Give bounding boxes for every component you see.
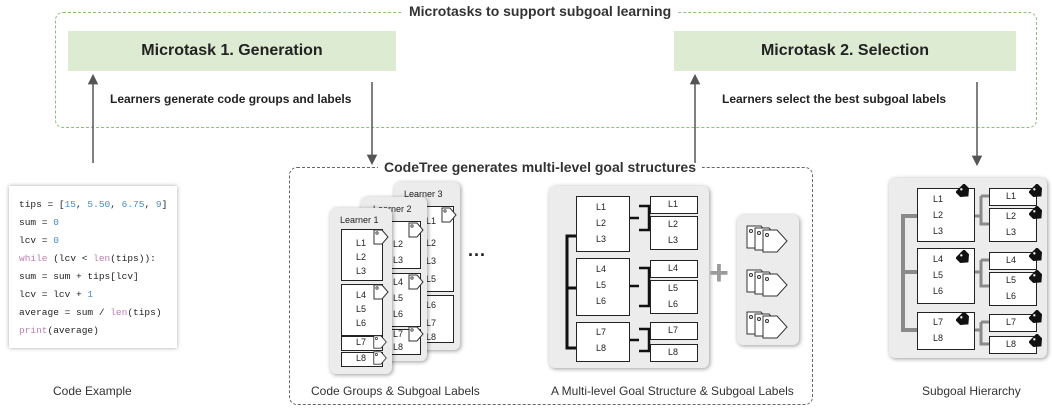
learner-3-label: Learner 3 — [404, 189, 443, 199]
tag-icon — [373, 229, 389, 245]
tag-icon — [373, 284, 389, 300]
tag-icon — [1029, 248, 1043, 262]
goal-sub-l1 — [650, 196, 698, 214]
microtasks-title: Microtasks to support subgoal learning — [403, 3, 678, 19]
tag-icon — [1029, 206, 1043, 220]
learner-2-label: Learner 2 — [373, 204, 412, 214]
goal-sub-l8 — [650, 344, 698, 362]
learner-1-label: Learner 1 — [340, 215, 379, 225]
goal-group-2 — [576, 258, 630, 316]
selection-description: Learners select the best subgoal labels — [722, 92, 947, 106]
goal-sub-l2-l3 — [650, 216, 698, 250]
microtask-generation-box: Microtask 1. Generation — [68, 31, 396, 71]
codetree-title: CodeTree generates multi-level goal stru… — [378, 159, 702, 175]
tag-icon — [1029, 270, 1043, 284]
generation-description: Learners generate code groups and labels — [110, 92, 352, 106]
tag-icon — [956, 312, 970, 326]
tag-icon — [408, 274, 424, 290]
tag-icon — [956, 250, 970, 264]
code-example-panel: tips = [15, 5.50, 6.75, 9] sum = 0 lcv =… — [9, 186, 177, 348]
code-line-3: lcv = 0 — [19, 235, 59, 246]
code-groups-caption: Code Groups & Subgoal Labels — [311, 384, 480, 398]
tag-stack-icon — [746, 225, 788, 253]
tag-icon — [956, 184, 970, 198]
tag-icon — [1029, 184, 1043, 198]
tag-stack-icon — [746, 269, 788, 297]
hierarchy-connectors — [901, 194, 989, 346]
more-learners-ellipsis: ... — [468, 240, 487, 260]
code-line-7: average = sum / len(tips) — [19, 307, 162, 318]
goal-sub-l7 — [650, 322, 698, 340]
goal-structure-caption: A Multi-level Goal Structure & Subgoal L… — [551, 384, 794, 398]
goal-group-1 — [576, 196, 630, 252]
goal-sub-l4 — [650, 260, 698, 278]
tag-icon — [373, 335, 387, 349]
hierarchy-sub-l7 — [989, 314, 1037, 332]
tag-icon — [441, 207, 457, 223]
goal-structure-connectors — [565, 204, 651, 353]
tag-icon — [373, 351, 387, 365]
hierarchy-group-1 — [917, 188, 975, 242]
code-line-2: sum = 0 — [19, 217, 59, 228]
learner-1-card: Learner 1 L1 L2 L3 L4 L5 L6 L7 L8 — [330, 208, 392, 374]
subgoal-labels-panel — [737, 215, 799, 345]
tag-icon — [408, 222, 424, 238]
tag-stack-icon — [746, 311, 788, 339]
code-example-caption: Code Example — [53, 384, 132, 398]
goal-group-3 — [576, 322, 630, 362]
code-line-4: while (lcv < len(tips)): — [19, 253, 156, 264]
code-line-8: print(average) — [19, 325, 99, 336]
goal-sub-l5-l6 — [650, 280, 698, 314]
tag-icon — [1029, 334, 1043, 348]
code-line-1: tips = [15, 5.50, 6.75, 9] — [19, 199, 168, 210]
hierarchy-sub-l4 — [989, 252, 1037, 270]
tag-icon — [408, 326, 424, 342]
code-line-5: sum = sum + tips[lcv] — [19, 271, 139, 282]
microtask-selection-box: Microtask 2. Selection — [674, 31, 1016, 71]
subgoal-hierarchy-caption: Subgoal Hierarchy — [922, 384, 1021, 398]
plus-sign: + — [709, 254, 729, 292]
code-line-6: lcv = lcv + 1 — [19, 289, 94, 300]
tag-icon — [1029, 310, 1043, 324]
hierarchy-sub-l1 — [989, 188, 1037, 206]
